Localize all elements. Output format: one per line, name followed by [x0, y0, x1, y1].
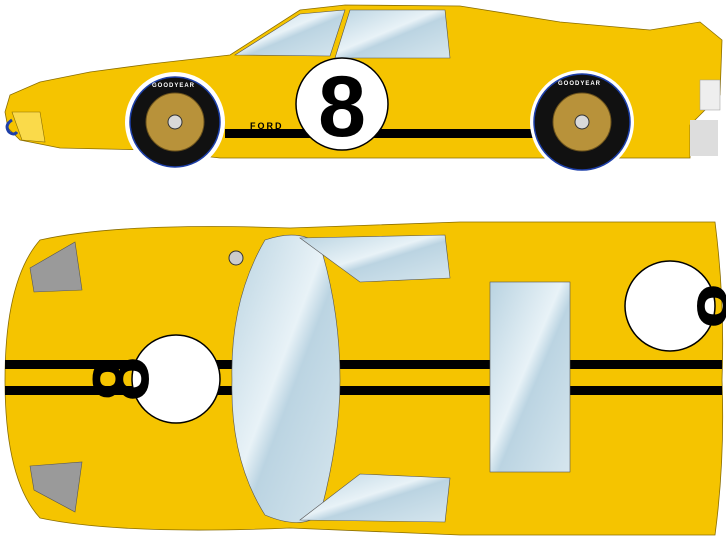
windscreen: [231, 234, 341, 523]
rear-wheel: GOODYEAR: [530, 70, 634, 174]
roof-window-upper: [299, 234, 451, 283]
side-stripe: [225, 129, 545, 138]
side-window: [233, 9, 346, 57]
top-view: 8 8: [4, 221, 726, 536]
side-roundel: [295, 57, 389, 151]
tow-hook: [5, 118, 19, 136]
side-view: FORD GOODYEAR GOODYEAR 8: [4, 4, 723, 174]
top-roundel-rear: [624, 260, 716, 352]
headlight: [11, 111, 46, 143]
side-race-number: 8: [318, 59, 366, 155]
rear-window: [489, 281, 571, 473]
front-wheel: GOODYEAR: [125, 72, 225, 172]
front-light-right: [29, 461, 83, 513]
fuel-cap: [228, 250, 244, 266]
top-stripe-upper: [5, 360, 722, 369]
front-light-left: [29, 241, 83, 293]
tyre-lettering-rear: GOODYEAR: [558, 81, 601, 87]
rear-wing-endplate: [699, 79, 721, 111]
top-race-number-rear: 8: [681, 284, 726, 329]
top-roundel-front: [131, 334, 221, 424]
tyre-lettering: GOODYEAR: [152, 83, 195, 89]
roof-window-lower: [299, 473, 451, 523]
side-door-window: [334, 9, 451, 59]
top-stripe-lower: [5, 386, 722, 395]
top-race-number-front: 8: [76, 357, 165, 402]
ford-lettering: FORD: [250, 121, 284, 131]
exhaust: [690, 120, 718, 156]
